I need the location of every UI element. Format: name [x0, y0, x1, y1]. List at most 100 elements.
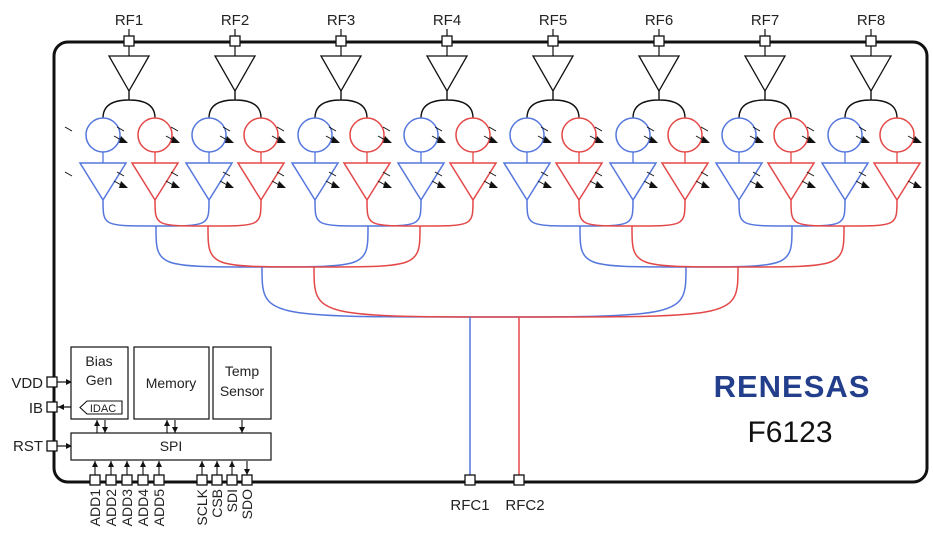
digital-pin: ADD5 — [151, 461, 167, 526]
digital-pin: ADD4 — [135, 461, 151, 526]
digital-pin-label: ADD5 — [151, 489, 167, 527]
bias-gen-block: Bias Gen IDAC — [70, 346, 129, 420]
digital-pin: SDI — [224, 461, 240, 512]
phase-shifter-circle — [773, 117, 809, 153]
rf-pin — [547, 35, 559, 47]
rf-pin — [335, 35, 347, 47]
rf-pin — [653, 35, 665, 47]
rfc1-port: RFC1 — [450, 317, 490, 514]
combiner-tree-2 — [154, 199, 898, 318]
rf-pin-label: RF4 — [433, 12, 461, 29]
rst-pin: RST — [13, 438, 72, 455]
vga-triangle — [608, 162, 658, 202]
vga-triangle — [130, 162, 180, 202]
amplifier-triangle — [637, 55, 681, 93]
vga-triangle — [660, 162, 710, 202]
vga-triangle — [236, 162, 286, 202]
phase-shifter-circle — [509, 117, 545, 153]
vga-triangle — [766, 162, 816, 202]
rfc2-port: RFC2 — [505, 317, 545, 514]
amplifier-triangle — [107, 55, 151, 93]
vdd-pin: VDD — [11, 375, 72, 392]
digital-pin: SCLK — [194, 461, 210, 526]
spi-label: SPI — [160, 438, 183, 454]
phase-shifter-circle — [827, 117, 863, 153]
gen-label: Gen — [86, 372, 112, 388]
digital-pin: ADD2 — [103, 461, 119, 526]
vdd-label: VDD — [11, 375, 43, 392]
amplifier-triangle — [743, 55, 787, 93]
rf-channel: RF4 — [382, 12, 498, 202]
vga-triangle — [184, 162, 234, 202]
rf-pin-label: RF2 — [221, 12, 249, 29]
phase-shifter-circle — [191, 117, 227, 153]
chip-outline — [52, 40, 929, 484]
phase-shifter-circle — [615, 117, 651, 153]
temp-label: Temp — [225, 363, 259, 379]
bias-label: Bias — [85, 353, 112, 369]
rfc2-label: RFC2 — [505, 497, 544, 514]
temp-sensor-block: Temp Sensor — [212, 346, 272, 420]
digital-pin: SDO — [239, 461, 255, 519]
phase-shifter-circle — [349, 117, 385, 153]
rf-channel: RF3 — [276, 12, 392, 202]
phase-shifter-circle — [561, 117, 597, 153]
digital-pin: ADD3 — [119, 461, 135, 526]
digital-pin: CSB — [209, 461, 225, 518]
amplifier-triangle — [213, 55, 257, 93]
rf-channels: RF1 RF2 RF3 RF4 RF5 RF6 RF7 RF8 — [64, 12, 922, 202]
digital-pin-label: CSB — [209, 489, 225, 518]
rf-pin — [229, 35, 241, 47]
phase-shifter-circle — [137, 117, 173, 153]
idac-label: IDAC — [90, 403, 116, 415]
rf-pin-label: RF8 — [857, 12, 885, 29]
rf-pin-label: RF7 — [751, 12, 779, 29]
vga-triangle — [554, 162, 604, 202]
rf-channel: RF2 — [170, 12, 286, 202]
rf-pin-label: RF5 — [539, 12, 567, 29]
vga-triangle — [502, 162, 552, 202]
part-number: F6123 — [747, 416, 832, 449]
phase-shifter-circle — [667, 117, 703, 153]
vga-triangle — [342, 162, 392, 202]
digital-pin-label: ADD4 — [135, 489, 151, 527]
internal-arrows — [94, 420, 245, 433]
vga-triangle — [78, 162, 128, 202]
rf-pin — [865, 35, 877, 47]
rfc1-label: RFC1 — [450, 497, 489, 514]
rf-pin-label: RF3 — [327, 12, 355, 29]
phase-shifter-circle — [721, 117, 757, 153]
phase-shifter-circle — [297, 117, 333, 153]
vga-triangle — [872, 162, 922, 202]
renesas-logo: RENESAS — [714, 369, 871, 404]
combiner-network — [102, 199, 898, 318]
memory-label: Memory — [146, 375, 197, 391]
amplifier-triangle — [319, 55, 363, 93]
rf-channel: RF1 — [64, 12, 180, 202]
spi-block: SPI — [70, 432, 272, 461]
phase-shifter-circle — [85, 117, 121, 153]
rf-pin-label: RF6 — [645, 12, 673, 29]
ib-label: IB — [29, 400, 43, 417]
rf-channel: RF5 — [488, 12, 604, 202]
vga-triangle — [290, 162, 340, 202]
rf-pin — [759, 35, 771, 47]
rf-pin — [441, 35, 453, 47]
memory-block: Memory — [133, 346, 210, 420]
digital-pin-label: SCLK — [194, 488, 210, 525]
rf-pin — [123, 35, 135, 47]
phase-shifter-circle — [879, 117, 915, 153]
rf-channel: RF6 — [594, 12, 710, 202]
digital-pin-label: ADD2 — [103, 489, 119, 527]
rf-channel: RF7 — [700, 12, 816, 202]
vga-triangle — [448, 162, 498, 202]
phase-shifter-circle — [403, 117, 439, 153]
phase-shifter-circle — [243, 117, 279, 153]
digital-pin-label: ADD1 — [87, 489, 103, 527]
amplifier-triangle — [849, 55, 893, 93]
vga-triangle — [714, 162, 764, 202]
phase-shifter-circle — [455, 117, 491, 153]
sensor-label: Sensor — [220, 383, 265, 399]
amplifier-triangle — [531, 55, 575, 93]
